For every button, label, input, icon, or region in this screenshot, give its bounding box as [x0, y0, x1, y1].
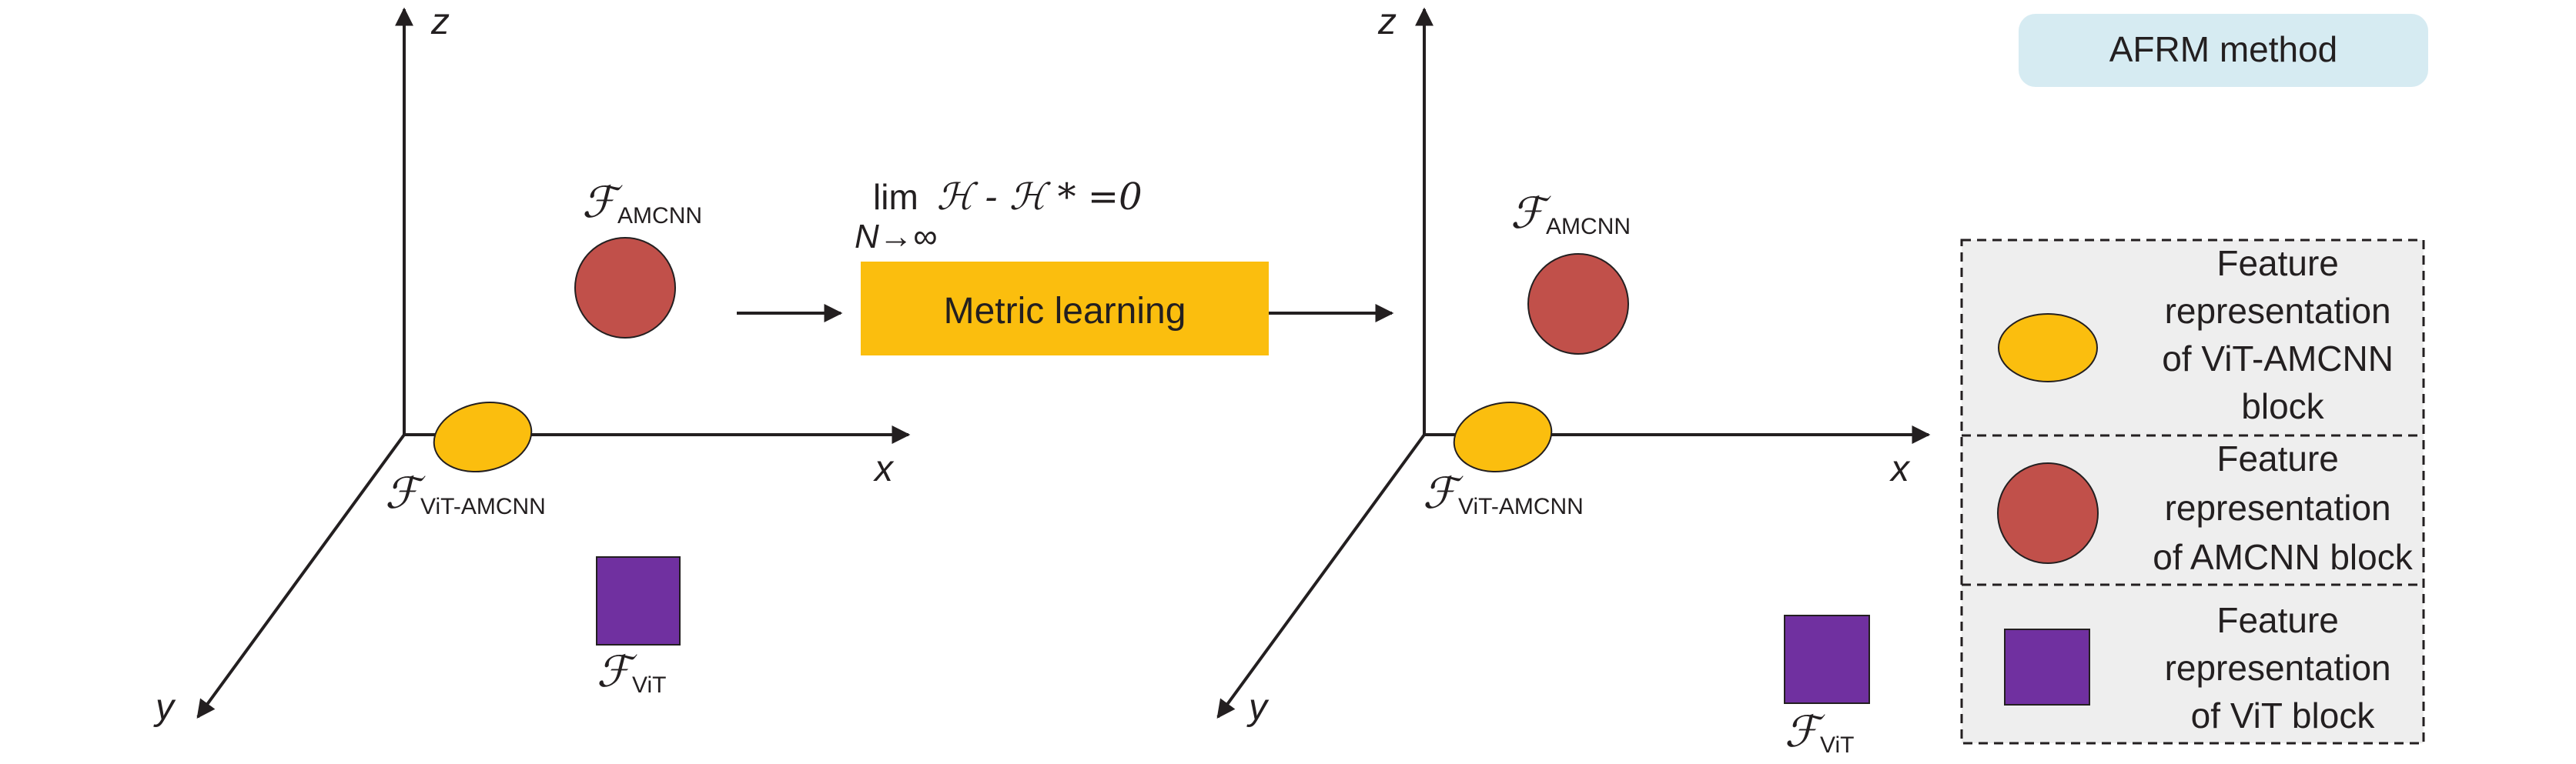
- left-vit-amcnn-feature: ℱViT-AMCNN: [385, 401, 546, 519]
- left-amcnn-feature: ℱAMCNN: [574, 178, 702, 339]
- legend-vit-amcnn-ellipse: [1998, 313, 2098, 382]
- legend: Feature representation of ViT-AMCNN bloc…: [1960, 239, 2425, 745]
- badge-label: AFRM method: [2109, 29, 2338, 69]
- right-vit-amcnn-label: ℱViT-AMCNN: [1423, 469, 1584, 519]
- left-vit-amcnn-ellipse: [433, 401, 533, 473]
- left-amcnn-circle: [574, 237, 676, 339]
- right-vit-feature: ℱViT: [1784, 615, 1870, 758]
- right-x-label: x: [1889, 449, 1911, 489]
- right-vit-amcnn-feature: ℱViT-AMCNN: [1423, 401, 1584, 519]
- legend-item-vit: Feature representation of ViT block: [2004, 600, 2401, 736]
- legend-amcnn-text: Feature representation of AMCNN block: [2153, 439, 2413, 577]
- metric-learning-label: Metric learning: [944, 291, 1186, 332]
- right-z-label: z: [1377, 2, 1397, 42]
- left-axes: z x y: [153, 2, 911, 728]
- left-vit-square: [596, 556, 681, 646]
- metric-learning-box: [861, 262, 1269, 355]
- left-vit-label: ℱViT: [597, 647, 667, 698]
- legend-item-vit-amcnn: Feature representation of ViT-AMCNN bloc…: [1998, 243, 2404, 426]
- afrm-method-badge: AFRM method: [2019, 14, 2428, 87]
- left-vit-feature: ℱViT: [596, 556, 681, 698]
- left-amcnn-label: ℱAMCNN: [582, 178, 702, 229]
- left-y-label: y: [153, 687, 176, 728]
- legend-vit-square: [2004, 629, 2090, 706]
- right-vit-square: [1784, 615, 1870, 704]
- right-vit-amcnn-ellipse: [1453, 401, 1553, 473]
- left-x-label: x: [873, 449, 895, 489]
- legend-item-amcnn: Feature representation of AMCNN block: [1997, 439, 2414, 577]
- right-y-label: y: [1246, 687, 1270, 728]
- legend-vit-amcnn-text: Feature representation of ViT-AMCNN bloc…: [2162, 243, 2404, 426]
- right-amcnn-feature: ℱAMCNN: [1510, 188, 1631, 355]
- left-vit-amcnn-label: ℱViT-AMCNN: [385, 469, 546, 519]
- right-y-axis: [1216, 433, 1426, 719]
- right-vit-label: ℱViT: [1785, 707, 1855, 758]
- legend-amcnn-circle: [1997, 462, 2099, 564]
- right-amcnn-label: ℱAMCNN: [1510, 188, 1631, 239]
- right-amcnn-circle: [1527, 253, 1629, 355]
- left-z-label: z: [430, 2, 450, 42]
- formula-limit-sub: N→∞: [855, 218, 937, 255]
- left-y-axis: [196, 433, 406, 719]
- legend-vit-text: Feature representation of ViT block: [2165, 600, 2401, 736]
